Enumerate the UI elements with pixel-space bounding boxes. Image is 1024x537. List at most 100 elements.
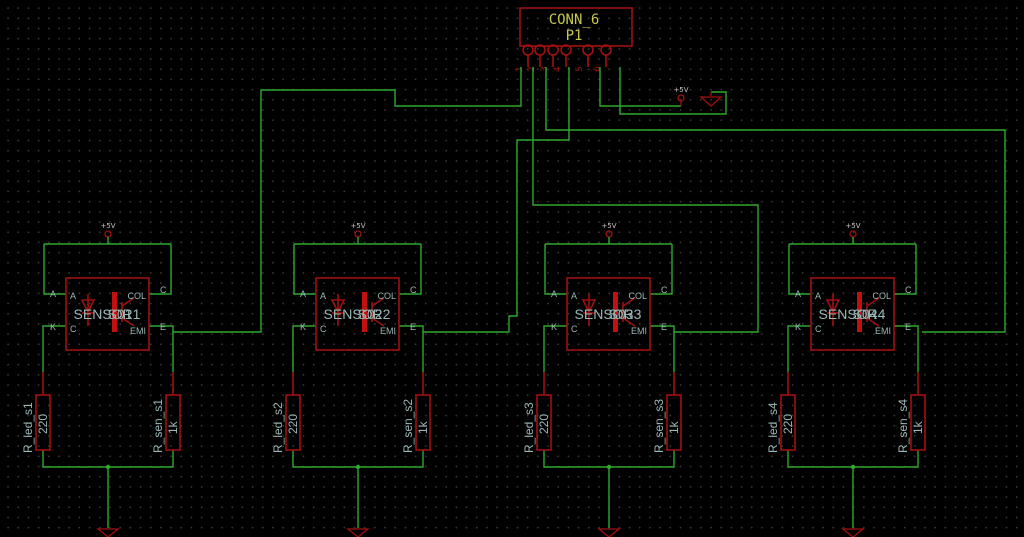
sensor-ref: SENSOR1 — [74, 306, 141, 322]
wire-collector — [399, 244, 422, 295]
pin-a-outer: A — [551, 289, 557, 299]
resistor-sensor-body — [910, 394, 926, 451]
resistor-sensor-value: 1k — [667, 420, 681, 434]
resistor-led-ref: R_led_s3 — [522, 402, 536, 453]
pin-c-outer: C — [661, 285, 668, 295]
wire-anode — [788, 244, 811, 295]
connector-pin-number: 6 — [593, 66, 603, 72]
sensor-slot — [857, 292, 862, 332]
pin-a-outer: A — [300, 289, 306, 299]
power-symbol — [354, 230, 362, 238]
sensor-value: S04 — [853, 306, 878, 322]
wire-collector — [894, 244, 917, 295]
resistor-led-ref: R_led_s2 — [271, 402, 285, 453]
resistor-led-value: 220 — [286, 414, 300, 434]
sensor-ref: SENSOR4 — [819, 306, 886, 322]
resistor-sensor-value: 1k — [166, 420, 180, 434]
junction-dot — [606, 464, 612, 470]
pin-a-inner: A — [571, 291, 577, 301]
transistor-collector-line — [866, 297, 880, 307]
resistor-led-body — [536, 394, 552, 451]
resistor-sensor-body — [165, 394, 181, 451]
pin-c-outer: C — [160, 285, 167, 295]
top-power-symbol: +5V — [673, 86, 689, 106]
pin-col: COL — [872, 291, 891, 301]
wire-pin5 — [599, 67, 681, 107]
wire-collector — [650, 244, 673, 295]
ground-symbol — [841, 528, 865, 537]
pin-emi: EMI — [631, 326, 647, 336]
connector-pin-number: 3 — [540, 66, 550, 72]
pin-a-outer: A — [795, 289, 801, 299]
resistor-sensor-body — [666, 394, 682, 451]
power-label: +5V — [601, 222, 616, 230]
resistor-led-value: 220 — [781, 414, 795, 434]
pin-a-outer: A — [50, 289, 56, 299]
resistor-led-value: 220 — [36, 414, 50, 434]
wire-cathode — [543, 325, 567, 372]
resistor-sensor-value: 1k — [911, 420, 925, 434]
pin-e-outer: E — [905, 322, 911, 332]
sensor-value: S02 — [358, 306, 383, 322]
pin-emi: EMI — [130, 326, 146, 336]
pin-col: COL — [127, 291, 146, 301]
wire-pin2 — [532, 67, 759, 333]
connector-name: CONN_6 — [549, 12, 600, 28]
sensor-value: S03 — [609, 306, 634, 322]
pin-c-inner: C — [815, 324, 822, 334]
resistor-sensor-ref: R_sen_s2 — [401, 399, 415, 453]
sensor-value: S01 — [108, 306, 133, 322]
pin-c-inner: C — [571, 324, 578, 334]
power-symbol — [849, 230, 857, 238]
top-ground-symbol — [699, 92, 723, 107]
pin-k-outer: K — [551, 322, 557, 332]
wire-anode — [544, 244, 567, 295]
pin-col: COL — [628, 291, 647, 301]
pin-a-inner: A — [320, 291, 326, 301]
pin-emi: EMI — [875, 326, 891, 336]
sensor-body — [810, 277, 895, 351]
connector-ref: P1 — [566, 28, 583, 44]
wire-pin6 — [619, 67, 727, 115]
junction-dot — [355, 464, 361, 470]
ground-symbol — [346, 528, 370, 537]
resistor-sensor-body — [415, 394, 431, 451]
sensor-slot — [613, 292, 618, 332]
resistor-sensor-value: 1k — [416, 420, 430, 434]
pin-a-inner: A — [815, 291, 821, 301]
pin-c-inner: C — [320, 324, 327, 334]
pin-col: COL — [377, 291, 396, 301]
wire-anode — [293, 244, 316, 295]
pin-e-outer: E — [661, 322, 667, 332]
pin-e-outer: E — [160, 322, 166, 332]
wire-collector — [149, 244, 172, 295]
transistor-emitter-line — [622, 317, 636, 327]
resistor-led-ref: R_led_s1 — [21, 402, 35, 453]
connector-pin-number: 4 — [553, 66, 563, 72]
connector-pin-number: 2 — [527, 66, 537, 72]
sensor-slot — [362, 292, 367, 332]
power-symbol — [605, 230, 613, 238]
connector-body — [519, 7, 633, 47]
sensor-body — [566, 277, 651, 351]
pin-c-outer: C — [905, 285, 912, 295]
wire-cathode — [787, 325, 811, 372]
pin-k-outer: K — [795, 322, 801, 332]
pin-k-outer: K — [50, 322, 56, 332]
transistor-emitter-line — [121, 317, 135, 327]
transistor-collector-line — [622, 297, 636, 307]
wire-pin3 — [545, 67, 1006, 333]
resistor-led-body — [285, 394, 301, 451]
ground-symbol — [597, 528, 621, 537]
sensor-body — [315, 277, 400, 351]
sensor-ref: SENSOR3 — [575, 306, 642, 322]
